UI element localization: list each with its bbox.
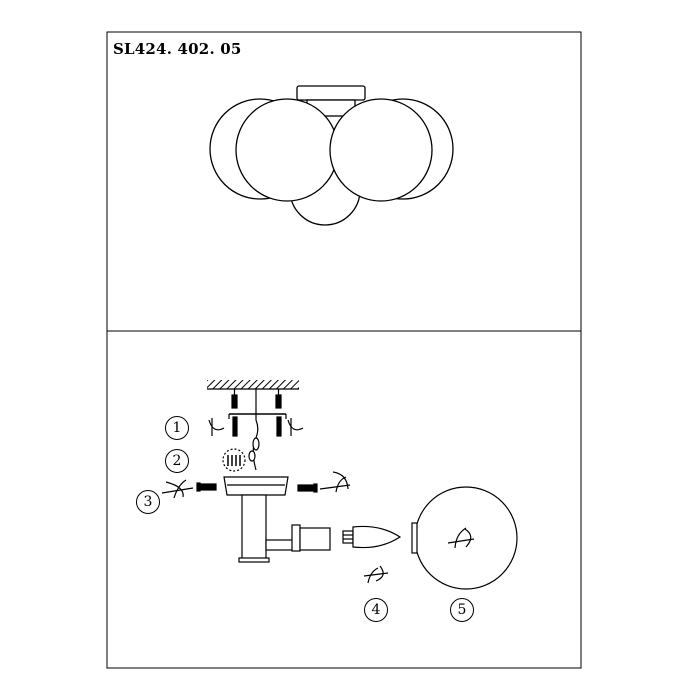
step-1-badge: 1 (165, 416, 189, 440)
lamp-socket (299, 527, 331, 551)
step-3-badge: 3 (136, 490, 160, 514)
ceiling-canopy (296, 85, 366, 101)
rotate-arrow-step1-left (208, 418, 225, 436)
screw-right (276, 416, 282, 437)
assembly-diagram (161, 380, 518, 590)
canopy-body (223, 476, 289, 496)
step-5-badge: 5 (450, 598, 474, 622)
wall-plug-left (231, 389, 238, 409)
candle-bulb (342, 525, 402, 549)
screw-left (232, 416, 238, 437)
arm-horizontal (265, 539, 295, 551)
side-screw-left (196, 482, 217, 492)
wall-plug-right (275, 389, 282, 409)
globe-left (235, 98, 339, 202)
rotate-arrow-step4 (363, 565, 389, 584)
globe-right (329, 98, 433, 202)
rotate-arrow-step3-left (161, 479, 194, 499)
rotate-arrow-step5 (447, 527, 475, 549)
step-4-badge: 4 (364, 598, 388, 622)
glass-globe (414, 486, 518, 590)
step-2-badge: 2 (165, 449, 189, 473)
globe-neck (411, 522, 418, 554)
rotate-arrow-step3-right (319, 471, 351, 493)
socket-collar (291, 524, 301, 552)
rotate-arrow-step1-right (287, 418, 304, 436)
ceiling-surface (207, 380, 299, 389)
model-number: SL424. 402. 05 (113, 40, 242, 58)
outer-frame (106, 31, 582, 669)
terminal-block (222, 448, 246, 472)
side-screw-right (297, 483, 318, 493)
fixture-overview (209, 85, 454, 226)
arm-tube (241, 494, 267, 561)
